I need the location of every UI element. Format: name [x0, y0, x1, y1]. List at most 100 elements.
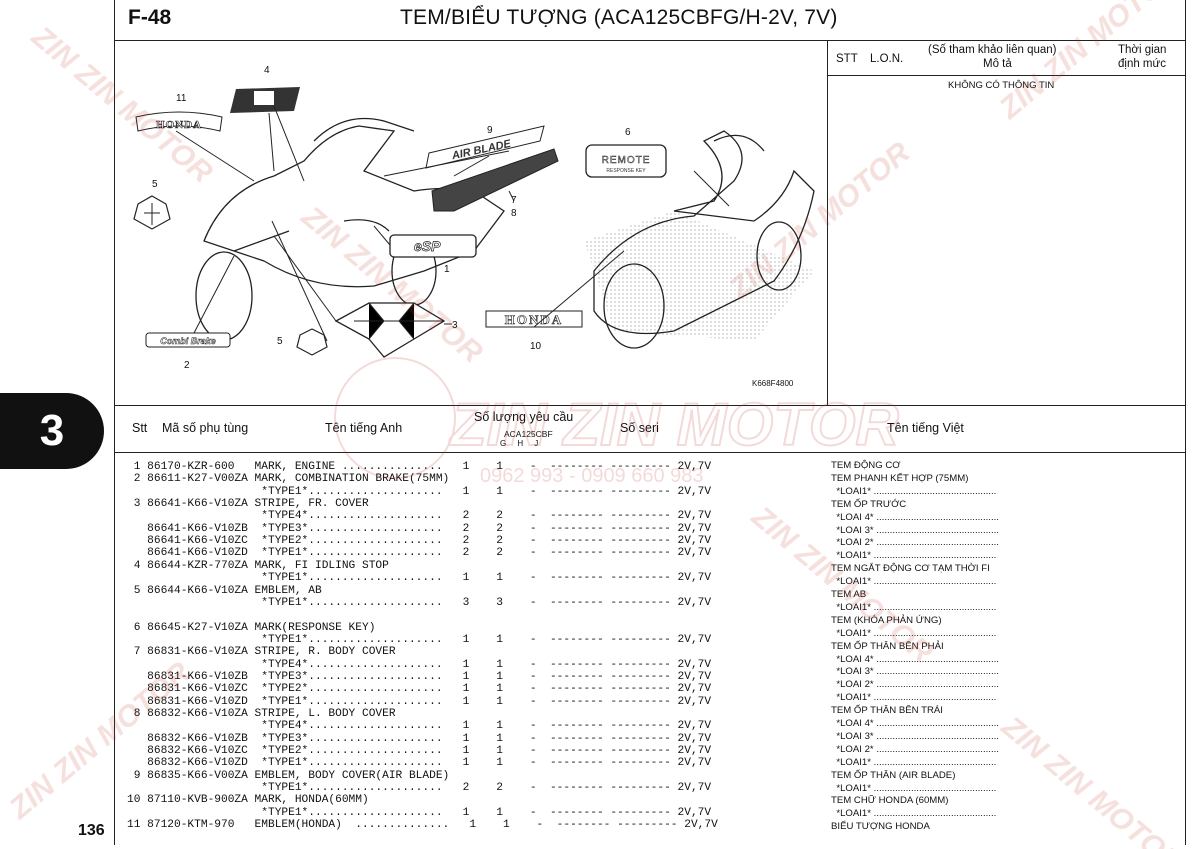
- table-row: 3 86641-K66-V10ZA STRIPE, FR. COVER: [127, 498, 369, 511]
- table-row: 11 87120-KTM-970 EMBLEM(HONDA) .........…: [127, 819, 718, 832]
- vi-row: *LOAI1* ................................…: [831, 550, 997, 562]
- table-top-border: [114, 405, 1186, 406]
- catalog-code: K668F4800: [752, 379, 794, 388]
- callout-6: 6: [625, 127, 631, 138]
- callout-9: 9: [487, 125, 493, 136]
- section-tab: 3: [0, 393, 104, 469]
- col-serial: Số seri: [620, 421, 659, 435]
- col-model: ACA125CBF: [504, 429, 553, 439]
- table-row: 9 86835-K66-V00ZA EMBLEM, BODY COVER(AIR…: [127, 769, 450, 782]
- vi-row: *LOAI 2* ...............................…: [831, 537, 999, 549]
- vi-row: TEM ỐP TRƯỚC: [831, 498, 907, 510]
- table-row: *TYPE1*.................... 1 1 - ------…: [127, 806, 712, 819]
- vi-row: BIỂU TƯỢNG HONDA: [831, 821, 930, 833]
- svg-text:Combi Brake: Combi Brake: [160, 336, 216, 346]
- svg-text:HONDA: HONDA: [156, 119, 202, 131]
- table-row: *TYPE4*.................... 1 1 - ------…: [127, 658, 712, 671]
- table-header-divider: [114, 452, 1186, 453]
- vi-row: *LOAI1* ................................…: [831, 576, 997, 588]
- ref-lon: L.O.N.: [870, 53, 904, 65]
- vi-row: *LOAI1* ................................…: [831, 485, 997, 497]
- ref-time-1: Thời gian: [1118, 44, 1167, 56]
- page-number: 136: [78, 822, 105, 839]
- figure-code: F-48: [128, 6, 172, 29]
- callout-4: 4: [264, 65, 270, 76]
- vi-row: *LOAI 3* ...............................…: [831, 524, 999, 536]
- exploded-diagram: HONDA AIR BLADE REMOTE RESPONSE KEY eSP: [114, 41, 828, 405]
- page-frame: [114, 0, 1186, 845]
- table-row: 4 86644-KZR-770ZA MARK, FI IDLING STOP: [127, 559, 389, 572]
- col-vi-name: Tên tiếng Việt: [887, 421, 964, 435]
- col-part-no: Mã số phụ tùng: [162, 421, 249, 435]
- vi-row: *LOAI1* ................................…: [831, 627, 997, 639]
- callout-2: 2: [184, 360, 190, 371]
- vi-row: *LOAI1* ................................…: [831, 692, 997, 704]
- table-row: *TYPE1*.................... 1 1 - ------…: [127, 572, 712, 585]
- vi-row: TEM NGẮT ĐỘNG CƠ TẠM THỜI FI: [831, 563, 990, 575]
- honda-decal-small-icon: HONDA: [135, 111, 223, 132]
- col-qty: Số lượng yêu cầu: [474, 410, 574, 424]
- table-row: 1 86170-KZR-600 MARK, ENGINE ...........…: [127, 461, 712, 473]
- diagram-drawing: HONDA AIR BLADE REMOTE RESPONSE KEY eSP: [133, 65, 815, 371]
- table-row: 6 86645-K27-V10ZA MARK(RESPONSE KEY): [127, 621, 376, 634]
- vi-row: *LOAI1* ................................…: [831, 782, 997, 794]
- callout-11: 11: [176, 93, 187, 104]
- honda-decal-large-icon: HONDA: [485, 310, 583, 328]
- callout-3: 3: [452, 320, 458, 331]
- table-row: *TYPE1*.................... 1 1 - ------…: [127, 633, 712, 646]
- vi-row: TEM ỐP THÂN BÊN PHẢI: [831, 640, 944, 652]
- vi-row: TEM ỐP THÂN BÊN TRÁI: [831, 705, 943, 717]
- svg-text:RESPONSE KEY: RESPONSE KEY: [606, 168, 646, 174]
- vi-row: TEM AB: [831, 589, 867, 600]
- table-row: 86831-K66-V10ZB *TYPE3*.................…: [127, 670, 712, 683]
- table-row: *TYPE4*.................... 2 2 - ------…: [127, 510, 712, 523]
- callout-5a: 5: [152, 179, 158, 190]
- vi-row: *LOAI1* ................................…: [831, 601, 997, 613]
- ref-desc: Mô tả: [983, 58, 1012, 70]
- page-title: TEM/BIỂU TƯỢNG (ACA125CBFG/H-2V, 7V): [400, 6, 838, 29]
- table-row: 86832-K66-V10ZB *TYPE3*.................…: [127, 732, 712, 745]
- ab-emblem-2-icon: [296, 328, 328, 356]
- svg-text:HONDA: HONDA: [505, 312, 563, 327]
- vi-row: *LOAI1* ................................…: [831, 756, 997, 768]
- table-row: 86832-K66-V10ZD *TYPE1*.................…: [127, 757, 712, 770]
- ab-emblem-icon: [133, 195, 171, 230]
- col-ghj: G H J: [500, 439, 539, 448]
- ref-related: (Số tham khảo liên quan): [928, 44, 1057, 56]
- response-key-mark-icon: REMOTE RESPONSE KEY: [585, 144, 667, 178]
- vi-row: TEM CHỮ HONDA (60MM): [831, 795, 949, 807]
- table-row: 86831-K66-V10ZC *TYPE2*.................…: [127, 683, 712, 696]
- svg-text:REMOTE: REMOTE: [602, 155, 651, 166]
- table-row: 2 86611-K27-V00ZA MARK, COMBINATION BRAK…: [127, 473, 450, 486]
- table-row: 10 87110-KVB-900ZA MARK, HONDA(60MM): [127, 794, 369, 807]
- header-divider: [114, 40, 1186, 41]
- no-info-text: KHÔNG CÓ THÔNG TIN: [948, 80, 1055, 91]
- table-row: 8 86832-K66-V10ZA STRIPE, L. BODY COVER: [127, 708, 396, 720]
- ground-shading: [584, 211, 814, 341]
- callout-1: 1: [444, 264, 450, 275]
- body-stripe-icon: [431, 148, 559, 212]
- table-row: 7 86831-K66-V10ZA STRIPE, R. BODY COVER: [127, 646, 396, 659]
- vi-row: *LOAI 3* ...............................…: [831, 730, 999, 742]
- table-row: 86832-K66-V10ZC *TYPE2*.................…: [127, 745, 712, 758]
- table-row: 86641-K66-V10ZB *TYPE3*.................…: [127, 522, 712, 535]
- callout-8: 8: [511, 208, 517, 219]
- ref-stt: STT: [836, 53, 858, 65]
- ref-time-2: định mức: [1118, 58, 1166, 70]
- combi-brake-mark-icon: Combi Brake: [145, 332, 231, 348]
- table-row: 86641-K66-V10ZC *TYPE2*.................…: [127, 535, 712, 548]
- col-stt: Stt: [132, 421, 148, 435]
- reference-header: STT L.O.N. (Số tham khảo liên quan) Mô t…: [828, 41, 1186, 76]
- vi-row: TEM ỐP THÂN (AIR BLADE): [831, 769, 956, 781]
- vi-row: *LOAI 2* ...............................…: [831, 743, 999, 755]
- callout-10: 10: [530, 341, 542, 352]
- table-row: *TYPE1*.................... 2 2 - ------…: [127, 782, 712, 795]
- svg-text:eSP: eSP: [414, 238, 441, 254]
- col-en-name: Tên tiếng Anh: [325, 421, 403, 435]
- vi-row: *LOAI1* ................................…: [831, 808, 997, 820]
- table-row: *TYPE1*.................... 1 1 - ------…: [127, 485, 712, 498]
- vi-row: *LOAI 2* ...............................…: [831, 679, 999, 691]
- table-row: 86641-K66-V10ZD *TYPE1*.................…: [127, 547, 712, 560]
- table-row: *TYPE1*.................... 3 3 - ------…: [127, 596, 712, 609]
- fr-cover-stripe-icon: [334, 302, 446, 358]
